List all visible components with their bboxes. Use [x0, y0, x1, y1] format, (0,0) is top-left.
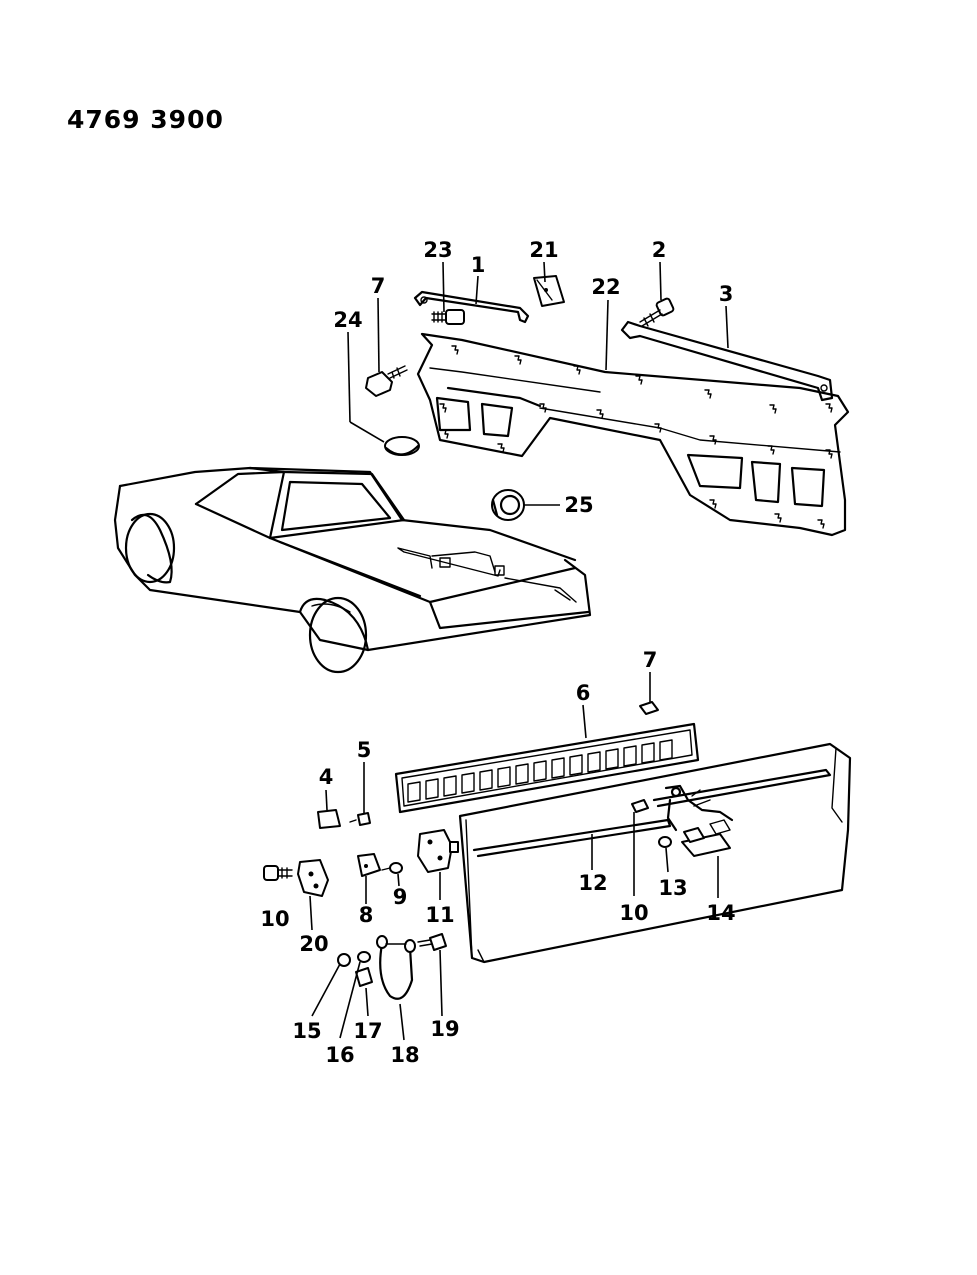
bolt-10-left	[263, 865, 293, 881]
panel-clips	[439, 345, 833, 529]
washer-16	[357, 951, 371, 963]
rod-3	[620, 320, 834, 402]
callout-24: 24	[333, 308, 362, 332]
grommet-25	[491, 489, 525, 521]
bolt-19	[429, 933, 447, 951]
clip-10-right	[631, 799, 649, 813]
callout-1: 1	[471, 253, 486, 277]
callout-5: 5	[357, 738, 372, 762]
callout-20: 20	[299, 932, 328, 956]
striker-20	[297, 859, 329, 897]
clip-4	[317, 809, 341, 829]
bolt-23	[431, 309, 465, 325]
callout-21: 21	[529, 238, 558, 262]
callout-numbers: 1 2 3 4 5 6 7 7 8 9 10 10 11 12 13 14 15…	[260, 238, 735, 1067]
lock-11	[417, 829, 459, 873]
grommet-24	[384, 436, 420, 456]
leader-lines	[309, 261, 729, 1041]
callout-18: 18	[390, 1043, 419, 1067]
callout-7-lower: 7	[643, 648, 658, 672]
callout-7-upper: 7	[371, 274, 386, 298]
bolt-9	[381, 862, 403, 874]
callout-19: 19	[430, 1017, 459, 1041]
callout-22: 22	[591, 275, 620, 299]
check-cable-assembly	[337, 933, 447, 1000]
callout-4: 4	[319, 765, 334, 789]
hinge-8	[357, 853, 381, 877]
inner-panel-22	[416, 332, 850, 537]
bolt-2	[639, 297, 675, 327]
nut-13	[658, 836, 672, 848]
part-number: 4769 3900	[67, 105, 224, 134]
callout-16: 16	[325, 1043, 354, 1067]
rod-1	[413, 290, 530, 324]
callout-6: 6	[576, 681, 591, 705]
callout-13: 13	[658, 876, 687, 900]
vehicle-illustration	[113, 466, 592, 674]
callout-10-right: 10	[619, 901, 648, 925]
callout-3: 3	[719, 282, 734, 306]
tailgate	[458, 742, 852, 964]
bolt-7-upper	[365, 365, 408, 397]
clip-7-lower	[639, 701, 659, 715]
callout-14: 14	[706, 901, 735, 925]
screw-5	[349, 812, 371, 826]
callout-12: 12	[578, 871, 607, 895]
tailgate-latch	[664, 784, 734, 832]
garnish-6	[394, 722, 700, 814]
callout-11: 11	[425, 903, 454, 927]
nut-15	[337, 953, 351, 967]
callout-8: 8	[359, 903, 374, 927]
callout-25: 25	[564, 493, 593, 517]
callout-23: 23	[423, 238, 452, 262]
callout-15: 15	[292, 1019, 321, 1043]
callout-2: 2	[652, 238, 667, 262]
handle-14	[681, 819, 731, 857]
callout-17: 17	[353, 1019, 382, 1043]
callout-9: 9	[393, 885, 408, 909]
bushing-17	[355, 967, 373, 987]
bracket-21	[533, 275, 565, 307]
cable-18	[379, 942, 414, 1000]
callout-10-left: 10	[260, 907, 289, 931]
